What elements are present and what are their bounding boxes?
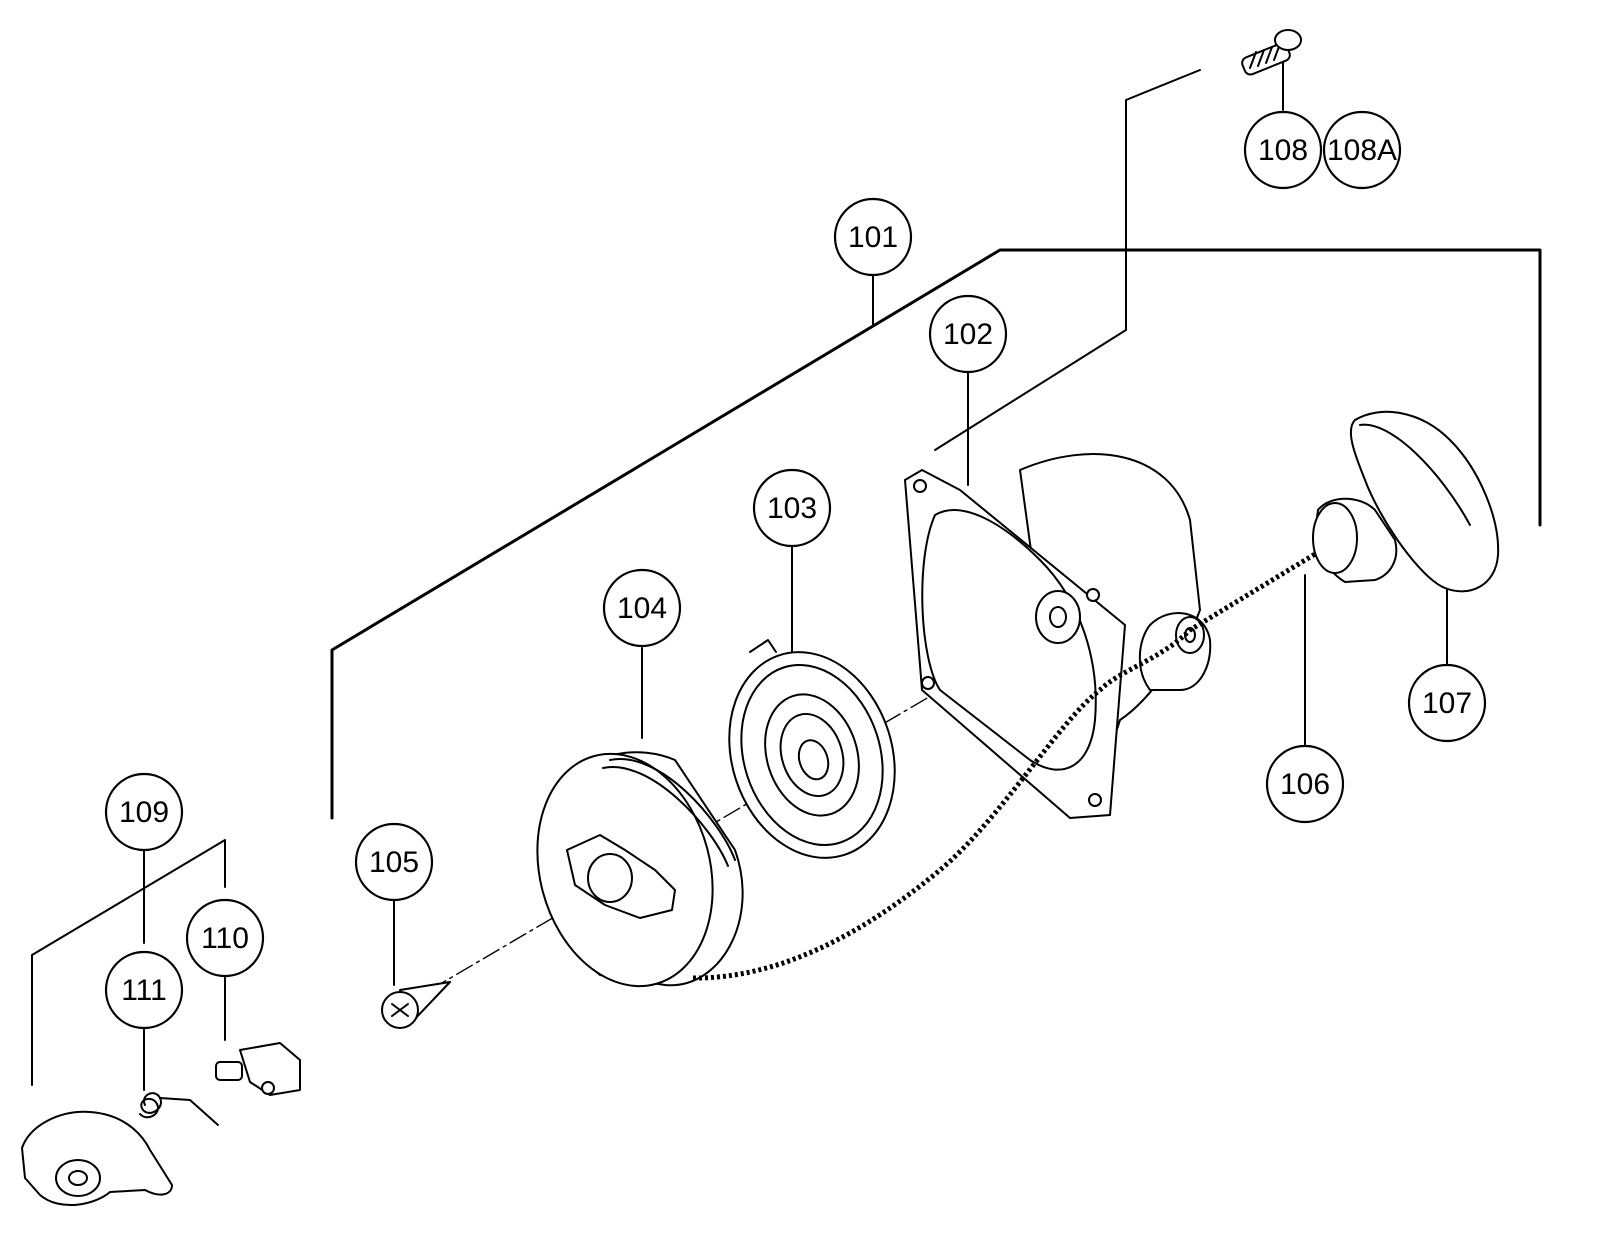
- label-105: 105: [369, 846, 419, 879]
- label-107: 107: [1422, 687, 1472, 720]
- pawl-spring: [139, 1092, 219, 1126]
- label-101: 101: [848, 221, 898, 254]
- label-111: 111: [121, 974, 167, 1007]
- center-axis: [429, 619, 1061, 991]
- recoil-spring: [728, 639, 896, 859]
- label-108: 108: [1258, 134, 1308, 167]
- bolt: [1241, 29, 1302, 76]
- starter-handle: [1312, 410, 1500, 593]
- center-screw: [381, 981, 451, 1029]
- label-balloon-109: 109: [104, 772, 184, 852]
- rope-reel: [536, 751, 744, 988]
- label-balloon-110: 110: [185, 898, 265, 978]
- label-110: 110: [201, 922, 249, 955]
- label-balloon-111: 111: [104, 950, 184, 1030]
- label-balloon-105: 105: [354, 822, 434, 902]
- label-balloon-108: 108: [1243, 110, 1323, 190]
- label-balloon-101: 101: [833, 197, 913, 277]
- assembly-101-bracket: [330, 248, 1542, 820]
- label-103: 103: [767, 492, 817, 525]
- label-balloon-107: 107: [1407, 663, 1487, 743]
- label-balloon-106: 106: [1265, 744, 1345, 824]
- label-balloon-108A: 108A: [1322, 110, 1402, 190]
- label-balloon-103: 103: [752, 468, 832, 548]
- label-102: 102: [943, 318, 993, 351]
- ratchet-pawl: [21, 1110, 173, 1207]
- label-balloon-104: 104: [602, 568, 682, 648]
- label-balloon-102: 102: [928, 294, 1008, 374]
- guide-plate: [215, 1042, 301, 1096]
- starter-case: [904, 453, 1212, 819]
- assembly-109-bracket: [31, 839, 226, 1086]
- label-106: 106: [1280, 768, 1330, 801]
- label-109: 109: [119, 796, 169, 829]
- label-104: 104: [617, 592, 667, 625]
- bolt-108-bracket: [934, 69, 1201, 451]
- label-108A: 108A: [1327, 134, 1397, 167]
